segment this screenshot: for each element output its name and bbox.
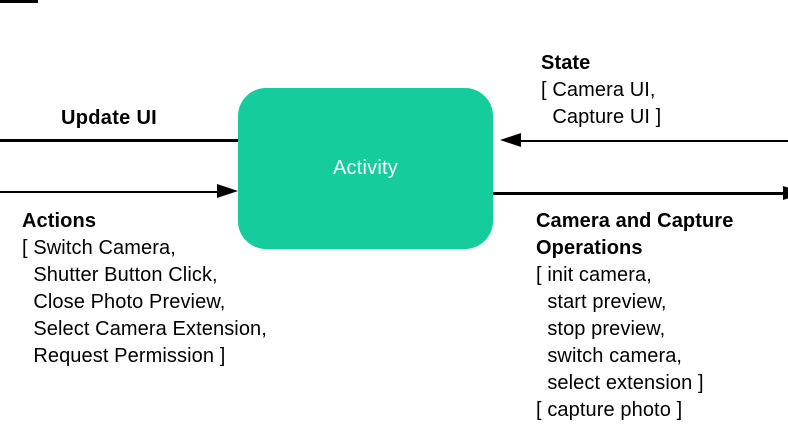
state-arrowhead-icon [500,133,521,148]
state-label: State [ Camera UI, Capture UI ] [541,50,661,131]
actions-arrowhead-icon [217,184,238,199]
top-left-bar [0,0,38,3]
camera-ops-header: Camera and Capture Operations [536,210,734,259]
state-header: State [541,52,591,74]
camera-ops-label: Camera and Capture Operations [ init cam… [536,208,733,424]
update-ui-label: Update UI [61,107,158,129]
camera-ops-lines: [ init camera, start preview, stop previ… [536,264,704,421]
state-lines: [ Camera UI, Capture UI ] [541,79,662,128]
actions-header: Actions [22,210,97,232]
camera-ops-arrowhead-icon [783,185,788,200]
state-arrow-line [515,139,788,142]
actions-label: Actions [ Switch Camera, Shutter Button … [22,208,267,370]
activity-box-label: Activity [333,157,398,179]
actions-lines: [ Switch Camera, Shutter Button Click, C… [22,237,267,367]
activity-box: Activity [238,88,493,249]
actions-arrow-line [0,190,222,193]
camera-ops-arrow-line [493,192,788,195]
update-ui-arrow-line [0,139,239,142]
